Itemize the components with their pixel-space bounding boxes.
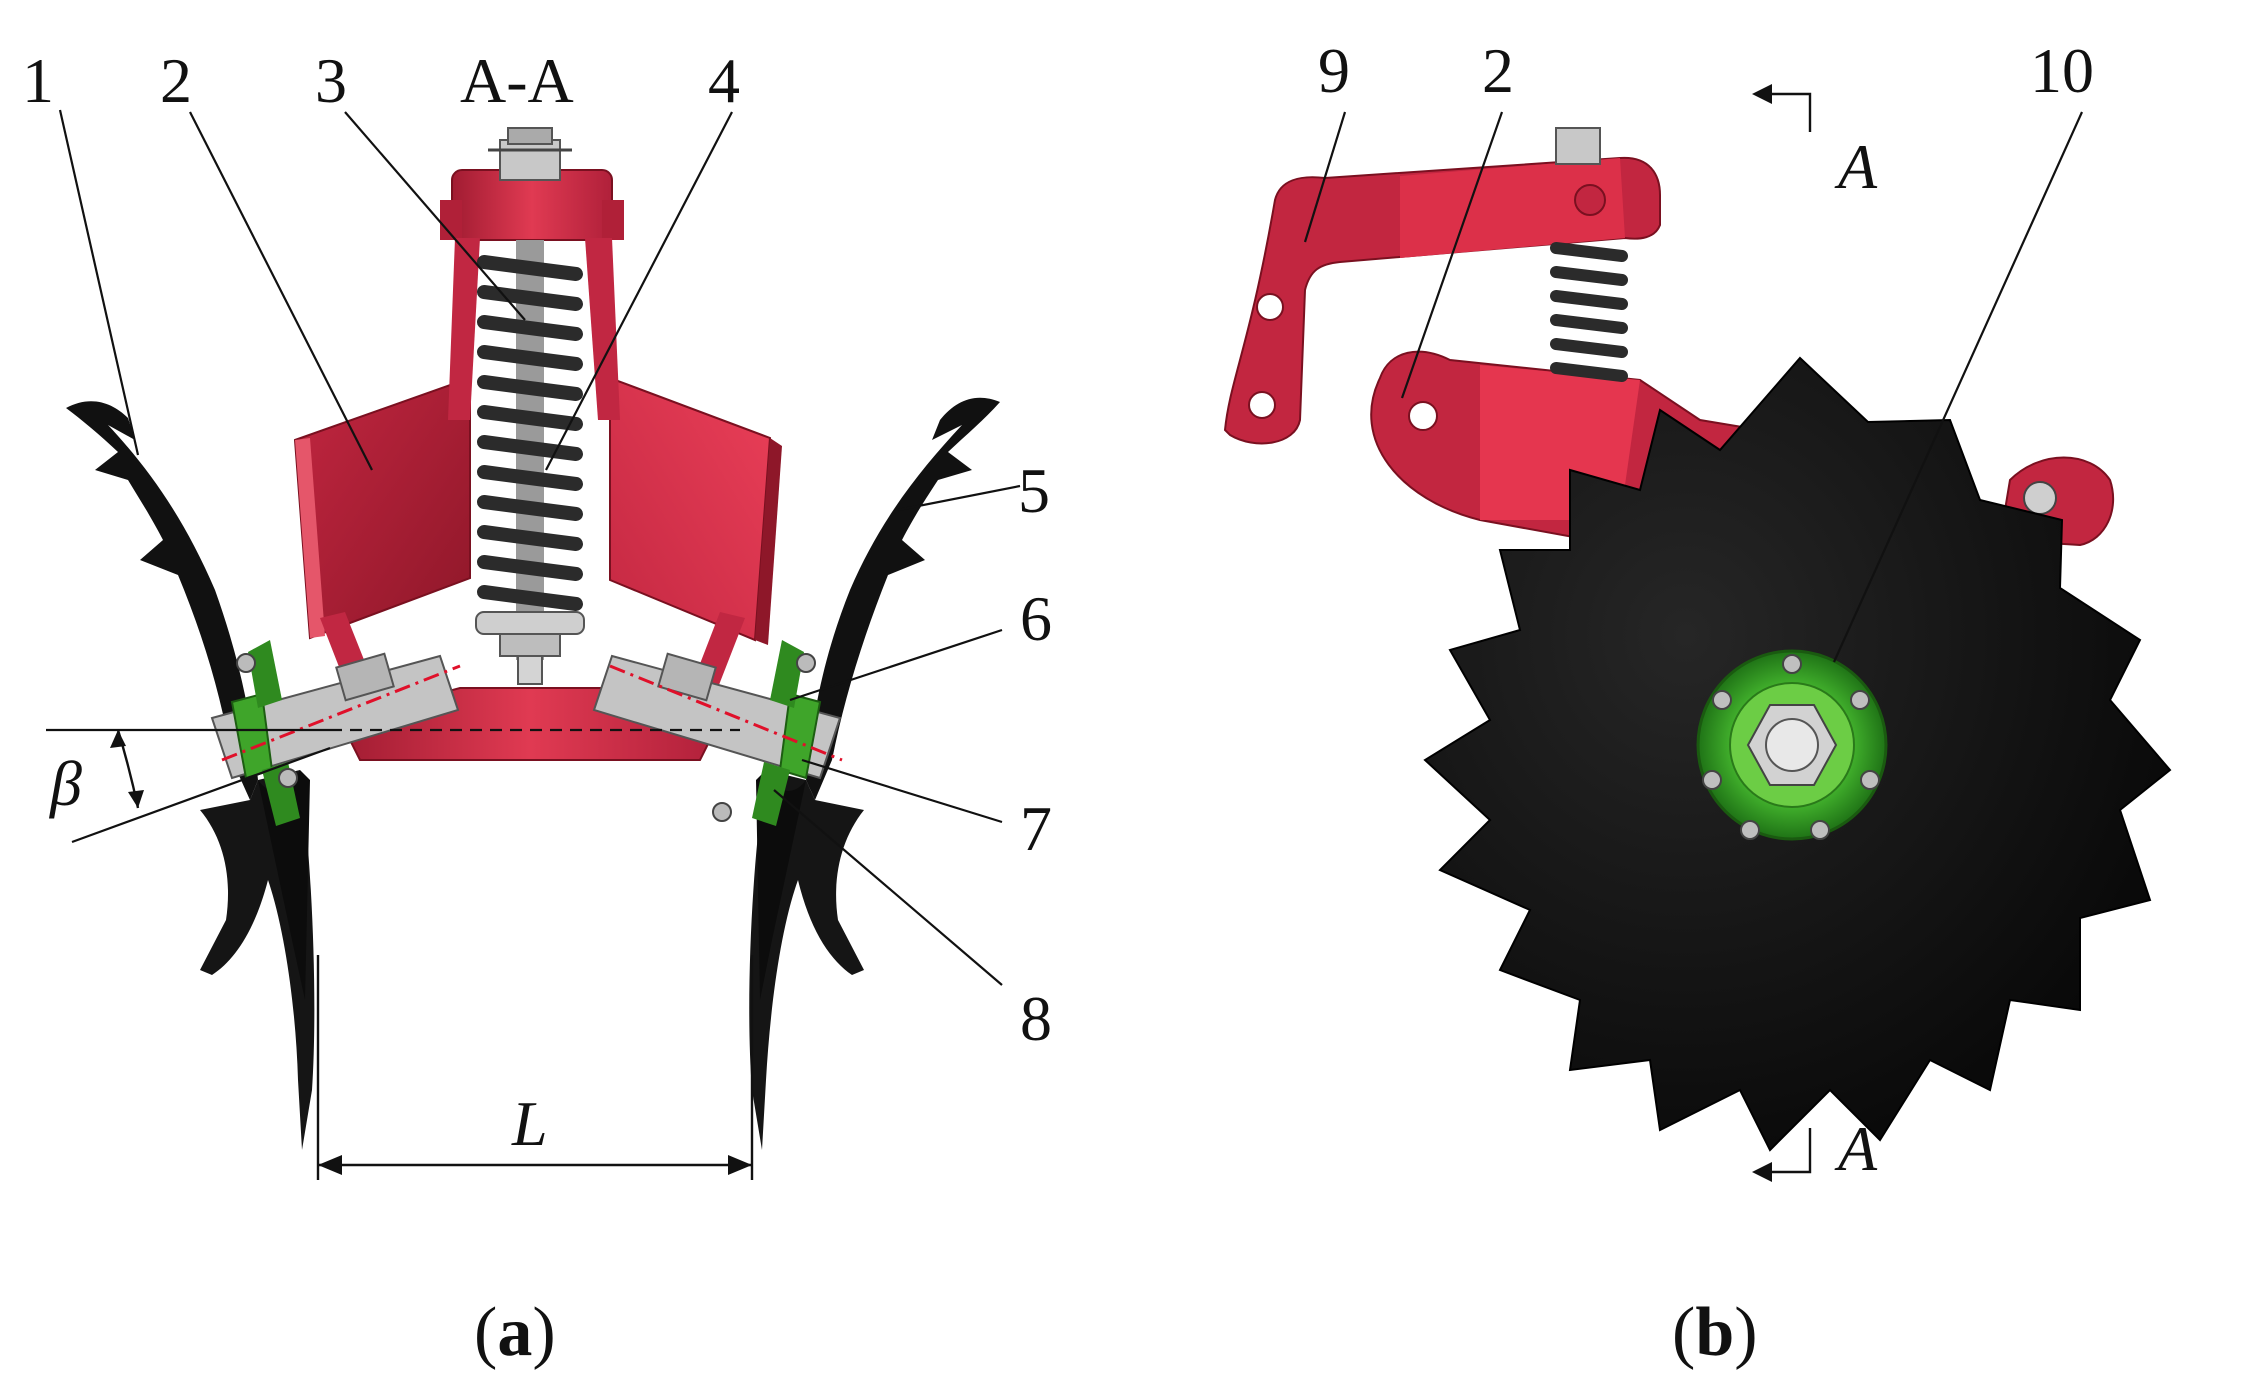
part-label-9: 9 — [1318, 35, 1350, 106]
part-label-4: 4 — [708, 45, 740, 116]
part-label-2: 2 — [160, 45, 192, 116]
left-axle-assembly — [210, 640, 460, 826]
part-label-8: 8 — [1020, 983, 1052, 1054]
part-label-6: 6 — [1020, 583, 1052, 654]
section-title: A-A — [460, 45, 574, 116]
part-label-10: 10 — [2030, 35, 2094, 106]
part-label-2b: 2 — [1482, 35, 1514, 106]
caption-a: (a) — [474, 1294, 556, 1371]
part-label-7: 7 — [1020, 793, 1052, 864]
beta-angle-marker — [110, 729, 144, 809]
compression-spring — [475, 240, 585, 685]
disc-hub — [1696, 649, 1888, 841]
part-label-5: 5 — [1018, 455, 1050, 526]
spring-b — [1550, 127, 1628, 382]
deflector-plates — [293, 376, 782, 645]
panel-b: 9 2 10 A A (b) — [1223, 35, 2172, 1371]
section-marker-top: A — [1834, 131, 1878, 202]
part-label-1: 1 — [22, 45, 54, 116]
leader-lines-a — [58, 109, 1021, 986]
leader-lines-b — [1303, 111, 2084, 663]
right-axle-assembly — [592, 640, 842, 826]
upper-frame — [440, 127, 624, 420]
width-symbol: L — [511, 1088, 548, 1159]
width-dimension — [316, 955, 754, 1180]
mounting-arm — [1223, 156, 1661, 445]
panel-a: 1 2 3 A-A 4 5 6 7 8 β L (a) — [22, 45, 1052, 1371]
beta-symbol: β — [48, 748, 82, 819]
section-arrow-bottom — [1752, 1128, 1812, 1182]
section-arrow-top — [1752, 84, 1812, 132]
axis-lines — [46, 664, 843, 844]
caption-b: (b) — [1672, 1294, 1758, 1371]
part-label-3: 3 — [315, 45, 347, 116]
section-marker-bottom: A — [1834, 1113, 1878, 1184]
